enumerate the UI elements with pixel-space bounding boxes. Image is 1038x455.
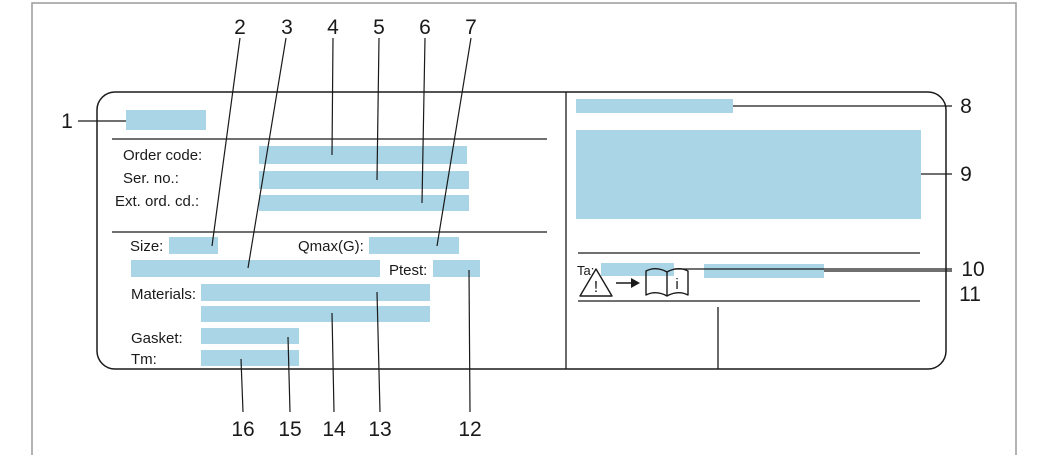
callout-9: 9	[960, 163, 972, 186]
warning-exclamation-mark: !	[594, 279, 598, 296]
callout-6: 6	[419, 16, 431, 39]
callout-2: 2	[234, 16, 246, 39]
callout-11: 11	[959, 283, 981, 306]
callout-numbers: 1 2 3 4 5 6 7 8 9 10 11 12 13 14 15 16	[61, 16, 985, 441]
field-4-order-code	[259, 146, 467, 164]
field-16-tm	[201, 350, 299, 366]
callout-5: 5	[373, 16, 385, 39]
label-ext-ord-cd: Ext. ord. cd.:	[115, 193, 199, 210]
callout-leaders	[78, 37, 952, 413]
field-5-serial-number	[259, 171, 469, 189]
arrow-right-icon	[616, 278, 640, 288]
callout-1: 1	[61, 110, 73, 133]
callout-7: 7	[465, 16, 477, 39]
figure-frame	[31, 2, 1017, 455]
label-tm: Tm:	[131, 351, 157, 368]
field-13-materials-line-1	[201, 284, 430, 301]
field-8-approval	[576, 99, 733, 113]
label-materials: Materials:	[131, 286, 196, 303]
label-qmax: Qmax(G):	[298, 238, 364, 255]
callout-10: 10	[961, 258, 984, 281]
label-ser-no: Ser. no.:	[123, 170, 179, 187]
nameplate-dividers	[112, 92, 920, 369]
label-gasket: Gasket:	[131, 330, 183, 347]
field-1-manufacturer	[126, 110, 206, 130]
field-12-ptest	[433, 260, 480, 277]
label-ta: Ta:	[577, 263, 594, 278]
field-11-safety-doc	[704, 264, 824, 278]
field-9-ex-marking	[576, 130, 921, 219]
field-3-field	[131, 260, 380, 277]
field-6-extended-order-code	[259, 195, 469, 211]
nameplate-outline	[96, 91, 947, 370]
field-15-gasket	[201, 328, 299, 344]
label-size: Size:	[130, 238, 163, 255]
callout-15: 15	[278, 418, 301, 441]
callout-16: 16	[231, 418, 254, 441]
manual-book-icon: i	[645, 268, 689, 297]
manual-info-letter: i	[675, 276, 678, 293]
callout-3: 3	[281, 16, 293, 39]
field-14-materials-line-2	[201, 306, 430, 322]
field-10-ta	[601, 263, 674, 276]
callout-13: 13	[368, 418, 391, 441]
label-order-code: Order code:	[123, 147, 202, 164]
field-7-qmax	[369, 237, 459, 254]
callout-8: 8	[960, 95, 972, 118]
callout-14: 14	[322, 418, 346, 441]
label-ptest: Ptest:	[389, 262, 427, 279]
callout-4: 4	[327, 16, 339, 39]
callout-12: 12	[458, 418, 481, 441]
placeholder-fields	[126, 99, 921, 366]
warning-triangle-icon: !	[579, 268, 613, 297]
field-2-size	[169, 237, 218, 254]
